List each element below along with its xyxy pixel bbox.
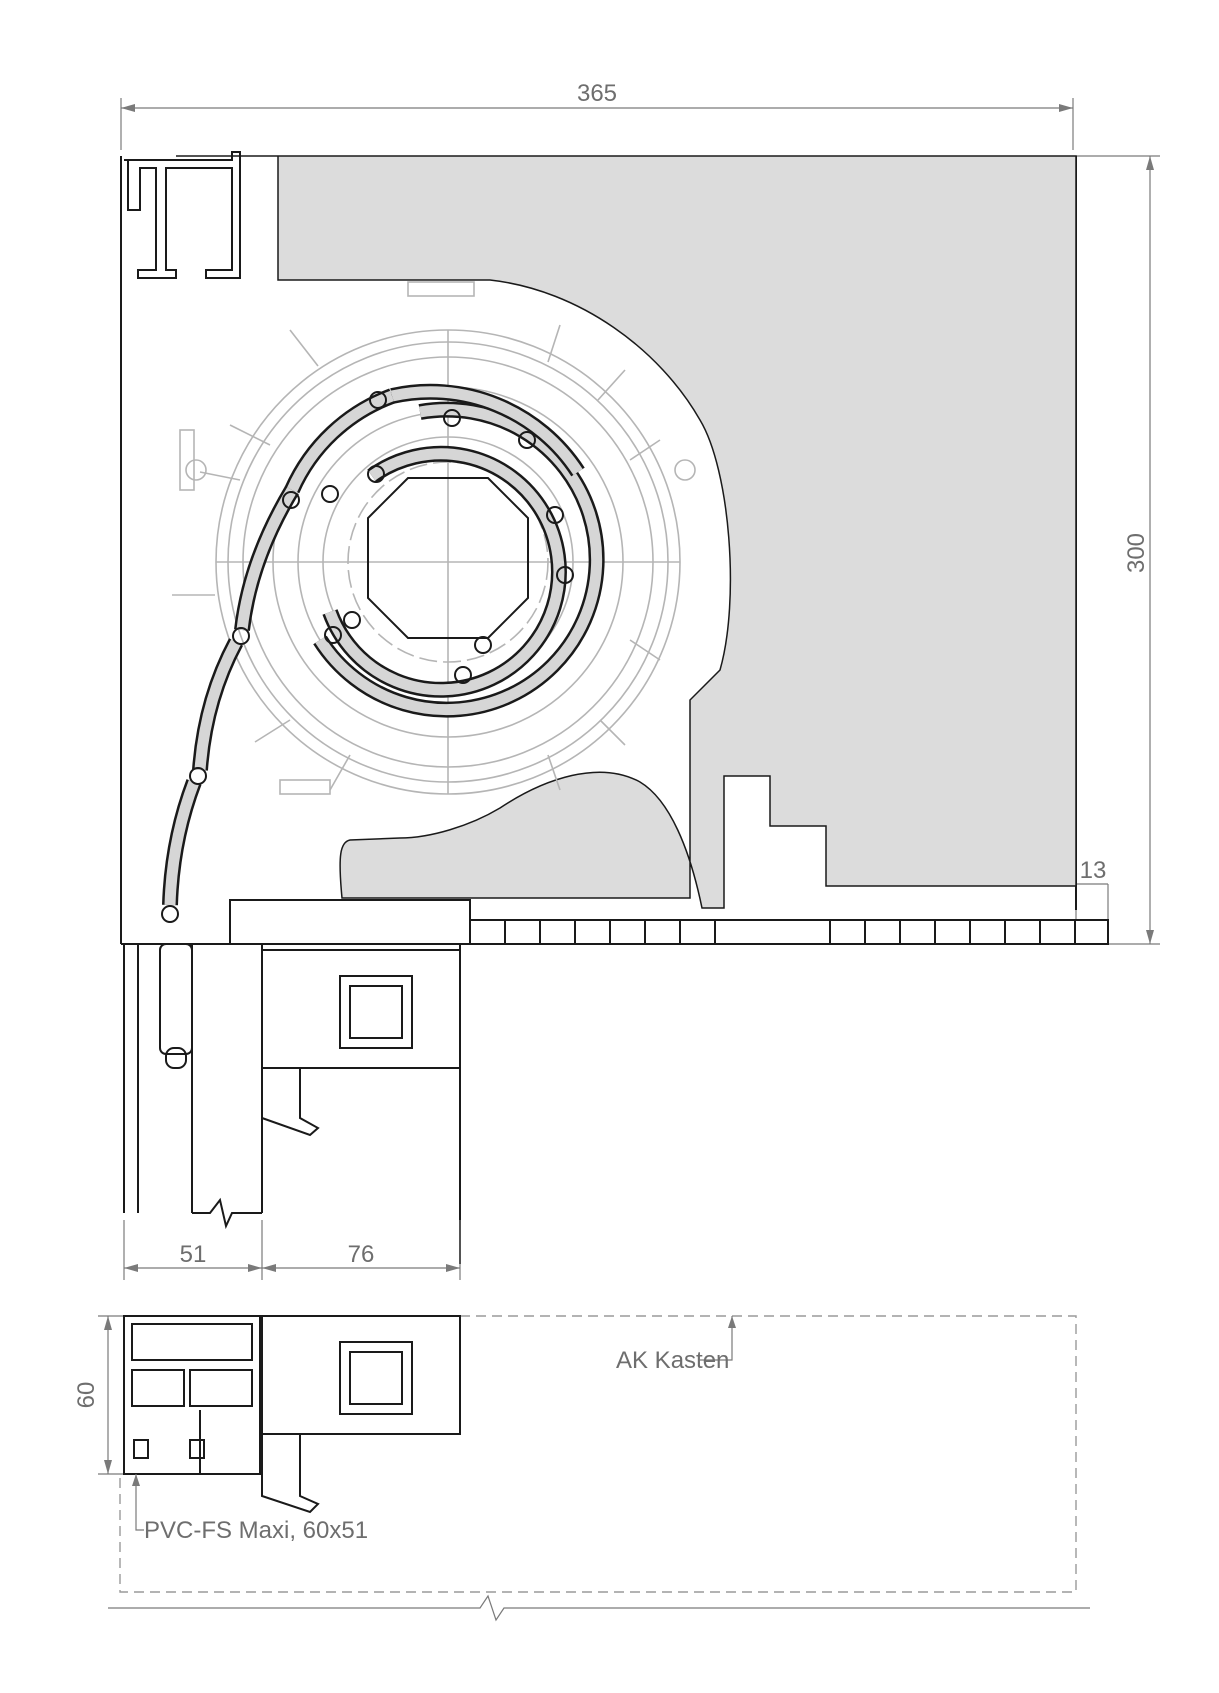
shutter-slats-spiral [161, 383, 605, 923]
ak-kasten-outline [119, 1315, 1077, 1593]
lower-profile-section: 60 AK Kasten PVC-FS Maxi, 60x51 [73, 1315, 1090, 1622]
dimension-bottom-offset: 13 [1075, 857, 1109, 920]
top-bracket [124, 151, 241, 279]
dimension-label-13: 13 [1080, 857, 1107, 884]
label-ak-kasten: AK Kasten [616, 1347, 729, 1374]
roller-drum [172, 281, 696, 795]
dimension-label-300: 300 [1123, 533, 1150, 573]
label-profile: PVC-FS Maxi, 60x51 [144, 1517, 368, 1544]
dimension-total-height: 300 [1076, 155, 1160, 945]
dimension-label-365: 365 [577, 80, 617, 107]
dimension-label-60: 60 [73, 1382, 100, 1409]
dimension-total-width: 365 [120, 80, 1074, 150]
insulation-block [176, 155, 1077, 909]
dimension-label-51: 51 [180, 1241, 207, 1268]
box-bottom-rail [229, 899, 1109, 945]
dimension-label-76: 76 [348, 1241, 375, 1268]
window-frame-profile [123, 943, 461, 1264]
dimension-frame-window: 51 76 [123, 1220, 461, 1280]
